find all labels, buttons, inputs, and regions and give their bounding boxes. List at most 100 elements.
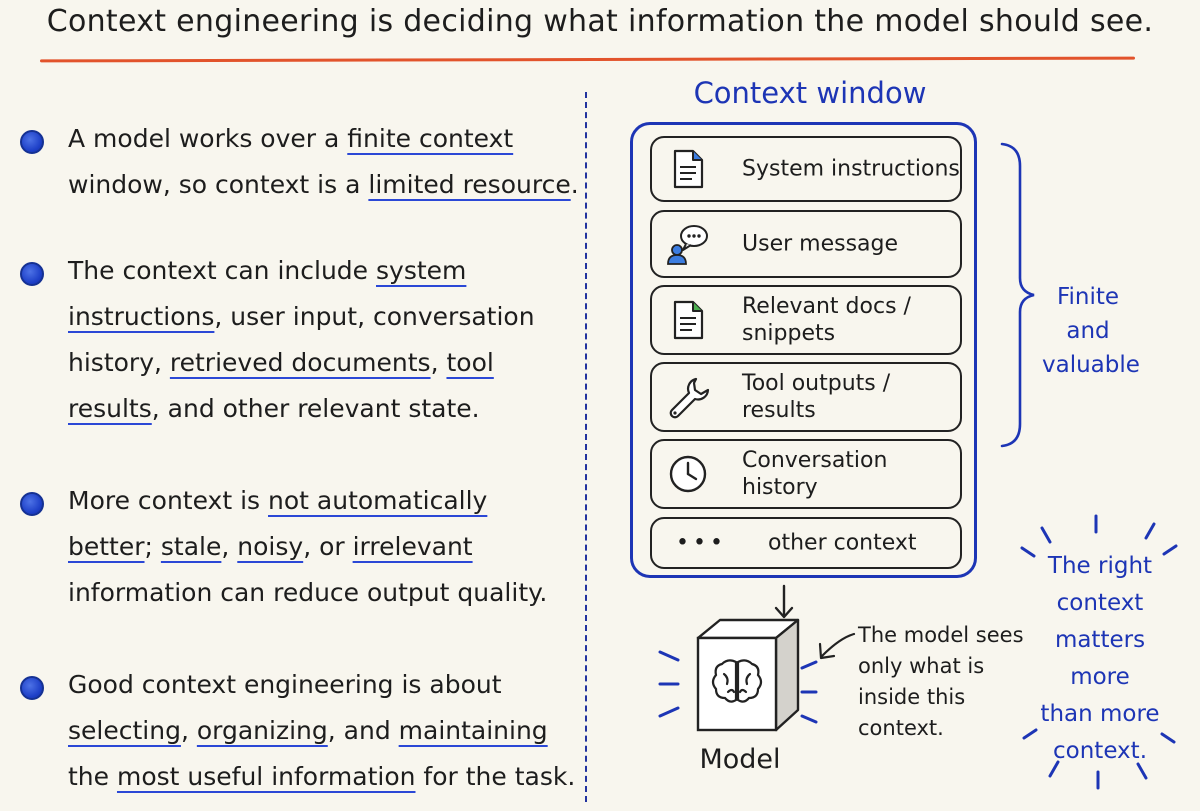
- text-segment: More context is: [68, 486, 269, 515]
- bullet-line: The context can include system: [68, 248, 568, 294]
- highlighted-phrase: instructions: [68, 302, 215, 331]
- emphasis-burst: [1020, 514, 1178, 790]
- item-relevant-docs: Relevant docs /snippets: [650, 285, 962, 355]
- text-segment: The context can include: [68, 256, 376, 285]
- highlighted-phrase: stale: [160, 532, 222, 561]
- item-system-instructions: System instructions: [650, 136, 962, 202]
- highlighted-phrase: better: [68, 532, 145, 561]
- model-note: The model sees only what is inside this …: [858, 620, 1024, 744]
- bullet-line: A model works over a finite context: [68, 116, 568, 162]
- bullet-line: window, so context is a limited resource…: [68, 162, 579, 208]
- text-segment: window, so context is a: [68, 170, 369, 199]
- model-note-line: The model sees: [858, 623, 1024, 647]
- model-note-line: inside this: [858, 685, 966, 709]
- bullet-line: selecting, organizing, and maintaining: [68, 708, 568, 754]
- curly-brace: [1000, 142, 1035, 448]
- highlighted-phrase: retrieved documents: [169, 348, 431, 377]
- callout-line: than more: [1040, 701, 1160, 727]
- text-segment: ,: [430, 348, 447, 377]
- highlighted-phrase: limited resource: [368, 170, 571, 199]
- brace-label-line: and: [1066, 318, 1110, 344]
- bullet-4-text: Good context engineering is about selecti…: [68, 662, 575, 800]
- text-segment: history,: [68, 348, 170, 377]
- document-icon: [673, 149, 704, 189]
- item-label: User message: [742, 231, 899, 257]
- item-user-message: User message: [650, 210, 962, 278]
- wrench-icon: [669, 377, 710, 419]
- text-segment: Good context engineering is about: [68, 670, 502, 699]
- text-segment: .: [570, 170, 579, 199]
- text-segment: ,: [221, 532, 238, 561]
- bullet-dot: [20, 492, 44, 516]
- highlighted-phrase: most useful information: [116, 762, 416, 791]
- ellipsis-icon: •••: [676, 530, 727, 556]
- bullet-dot: [20, 130, 44, 154]
- bullet-line: More context is not automatically: [68, 478, 568, 524]
- brace-label-line: Finite: [1056, 284, 1120, 310]
- item-label: Relevant docs /snippets: [742, 293, 911, 347]
- bullet-line: Good context engineering is about: [68, 662, 568, 708]
- text-segment: information can reduce output quality.: [68, 578, 548, 607]
- model-note-line: only what is: [858, 654, 985, 678]
- bullet-line: information can reduce output quality.: [68, 570, 568, 616]
- item-label-line: Conversation: [742, 448, 888, 473]
- highlighted-phrase: organizing: [196, 716, 328, 745]
- highlighted-phrase: selecting: [68, 716, 181, 745]
- bullet-line: the most useful information for the task…: [68, 754, 575, 800]
- highlighted-phrase: not automatically: [268, 486, 488, 515]
- text-segment: , and other relevant state.: [151, 394, 480, 423]
- text-segment: , user input, conversation: [214, 302, 535, 331]
- callout-text: The right context matters more than more…: [1025, 548, 1175, 770]
- item-label: other context: [768, 530, 917, 556]
- bullet-line: better; stale, noisy, or irrelevant: [68, 524, 568, 570]
- item-other-context: ••• other context: [650, 517, 962, 569]
- bullet-dot: [20, 262, 44, 286]
- item-label: System instructions: [742, 156, 960, 182]
- column-divider: [585, 92, 587, 802]
- text-segment: ,: [180, 716, 197, 745]
- highlighted-phrase: irrelevant: [352, 532, 473, 561]
- context-window-box: [630, 122, 977, 578]
- item-label-line: results: [742, 398, 816, 423]
- bullet-line: history, retrieved documents, tool: [68, 340, 568, 386]
- highlighted-phrase: maintaining: [398, 716, 548, 745]
- callout-line: matters more: [1054, 627, 1146, 690]
- text-segment: ;: [144, 532, 161, 561]
- item-label-line: history: [742, 475, 818, 500]
- highlighted-phrase: tool: [446, 348, 494, 377]
- text-segment: , or: [303, 532, 353, 561]
- callout-line: The right: [1047, 553, 1153, 579]
- bullet-line: instructions, user input, conversation: [68, 294, 568, 340]
- callout-line: context: [1056, 590, 1144, 616]
- clock-icon: [669, 455, 707, 493]
- text-segment: for the task.: [415, 762, 576, 791]
- item-label-line: Relevant docs /: [742, 294, 911, 319]
- model-label: Model: [699, 744, 781, 775]
- brain-icon: [711, 659, 763, 703]
- item-tool-outputs: Tool outputs /results: [650, 362, 962, 432]
- item-label-line: snippets: [742, 321, 836, 346]
- down-arrow-icon: [774, 584, 794, 619]
- highlighted-phrase: system: [376, 256, 467, 285]
- highlighted-phrase: noisy: [237, 532, 304, 561]
- highlighted-phrase: results: [68, 394, 152, 423]
- item-label: Tool outputs /results: [742, 370, 890, 424]
- user-chat-icon: [667, 225, 708, 265]
- pointer-arrow-icon: [818, 632, 856, 660]
- text-segment: the: [68, 762, 117, 791]
- callout-line: context.: [1053, 738, 1147, 764]
- bullet-dot: [20, 676, 44, 700]
- model-note-line: context.: [858, 716, 944, 740]
- text-segment: A model works over a: [68, 124, 348, 153]
- bullet-line: results, and other relevant state.: [68, 386, 568, 432]
- page-title: Context engineering is deciding what inf…: [46, 4, 1154, 39]
- text-segment: , and: [327, 716, 399, 745]
- document-icon: [673, 300, 704, 340]
- brace-label: Finite and valuable: [1042, 280, 1140, 382]
